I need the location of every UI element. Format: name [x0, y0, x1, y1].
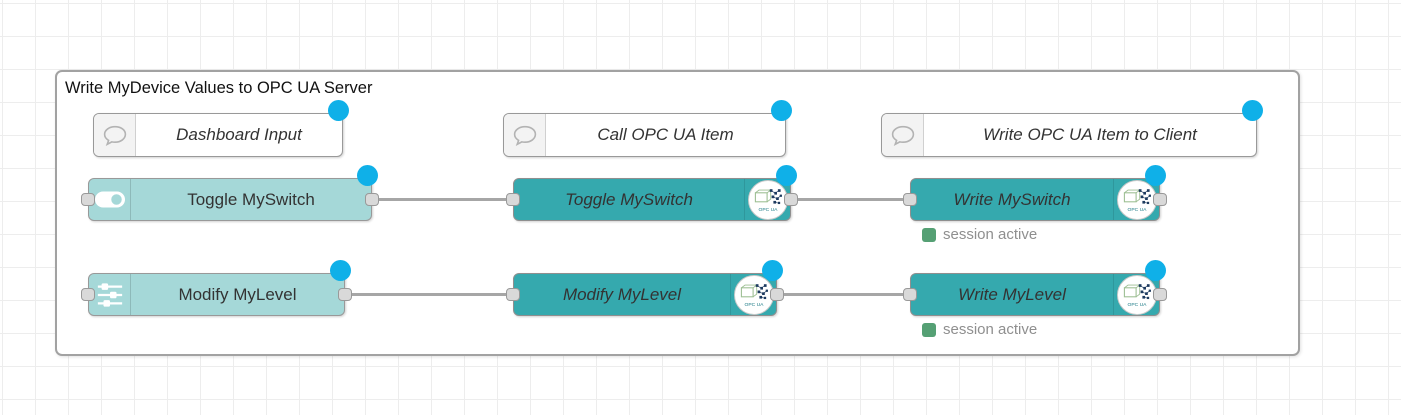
node-status-write-mylevel: session active — [922, 321, 1037, 338]
changed-badge — [771, 100, 792, 121]
wire-toggle-row-2[interactable] — [792, 197, 914, 201]
comment-label: Call OPC UA Item — [597, 125, 734, 144]
svg-text:OPC UA: OPC UA — [1127, 206, 1147, 212]
opcua-icon: OPC UA — [1113, 274, 1159, 315]
comment-label: Write OPC UA Item to Client — [983, 125, 1197, 144]
node-toggle-myswitch-call[interactable]: Toggle MySwitch OPC UA — [506, 165, 798, 221]
node-label: Write MySwitch — [953, 189, 1071, 209]
node-write-mylevel[interactable]: Write MyLevel OPC UA — [903, 260, 1167, 316]
node-write-myswitch[interactable]: Write MySwitch OPC UA — [903, 165, 1167, 221]
node-label: Write MyLevel — [958, 284, 1066, 304]
svg-text:OPC UA: OPC UA — [758, 206, 778, 212]
svg-text:OPC UA: OPC UA — [744, 301, 764, 307]
input-port[interactable] — [903, 288, 917, 301]
node-label: Modify MyLevel — [562, 284, 682, 304]
wire-modify-row-2[interactable] — [779, 292, 914, 296]
status-text: session active — [943, 321, 1038, 338]
changed-badge — [776, 165, 797, 186]
changed-badge — [1145, 165, 1166, 186]
wire-toggle-row-1[interactable] — [374, 197, 516, 201]
input-port[interactable] — [81, 193, 95, 206]
changed-badge — [762, 260, 783, 281]
node-label: Toggle MySwitch — [565, 189, 693, 209]
node-label: Toggle MySwitch — [187, 189, 315, 209]
status-text: session active — [943, 226, 1038, 243]
comment-node-write-opcua-item[interactable]: Write OPC UA Item to Client — [881, 100, 1263, 157]
input-port[interactable] — [506, 193, 520, 206]
output-port[interactable] — [1153, 288, 1167, 301]
output-port[interactable] — [365, 193, 379, 206]
wire-modify-row-1[interactable] — [347, 292, 516, 296]
comment-icon — [94, 114, 136, 156]
node-toggle-myswitch-dashboard[interactable]: Toggle MySwitch — [81, 165, 379, 221]
sliders-icon — [89, 274, 131, 315]
node-label: Modify MyLevel — [178, 284, 297, 304]
comment-icon — [882, 114, 924, 156]
output-port[interactable] — [784, 193, 798, 206]
comment-icon — [504, 114, 546, 156]
opcua-icon: OPC UA — [730, 274, 776, 315]
output-port[interactable] — [1153, 193, 1167, 206]
comment-node-dashboard-input[interactable]: Dashboard Input — [93, 100, 349, 157]
toggle-switch-icon — [89, 179, 131, 220]
input-port[interactable] — [506, 288, 520, 301]
output-port[interactable] — [338, 288, 352, 301]
comment-node-call-opcua-item[interactable]: Call OPC UA Item — [503, 100, 792, 157]
node-modify-mylevel-call[interactable]: Modify MyLevel OPC UA — [506, 260, 784, 316]
status-dot-green — [922, 227, 936, 242]
comment-label: Dashboard Input — [176, 125, 302, 144]
status-dot-green — [922, 322, 936, 337]
opcua-icon: OPC UA — [744, 179, 790, 220]
changed-badge — [330, 260, 351, 281]
changed-badge — [1242, 100, 1263, 121]
changed-badge — [357, 165, 378, 186]
changed-badge — [328, 100, 349, 121]
opcua-icon: OPC UA — [1113, 179, 1159, 220]
node-status-write-myswitch: session active — [922, 226, 1037, 243]
input-port[interactable] — [903, 193, 917, 206]
input-port[interactable] — [81, 288, 95, 301]
changed-badge — [1145, 260, 1166, 281]
svg-text:OPC UA: OPC UA — [1127, 301, 1147, 307]
output-port[interactable] — [770, 288, 784, 301]
node-modify-mylevel-dashboard[interactable]: Modify MyLevel — [81, 260, 352, 316]
group-title: Write MyDevice Values to OPC UA Server — [65, 79, 373, 97]
